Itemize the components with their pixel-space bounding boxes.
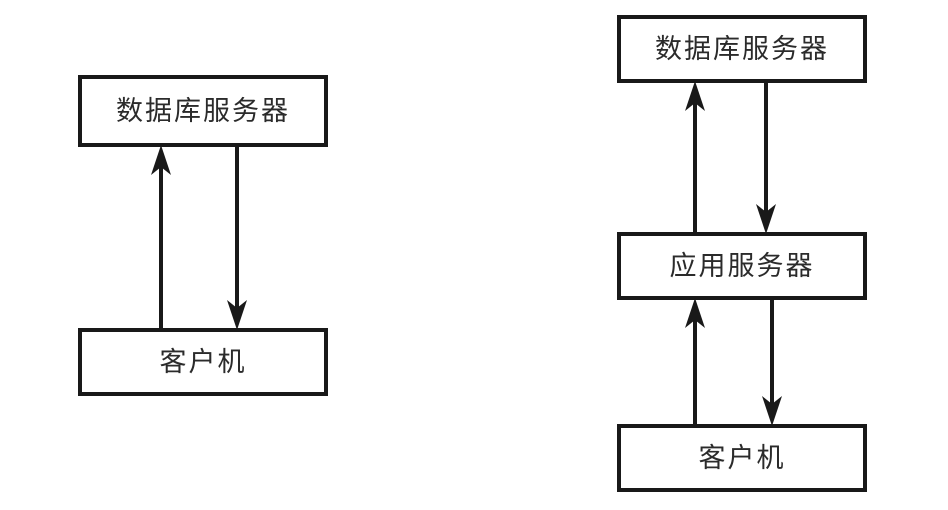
node-database-server: 数据库服务器 xyxy=(78,75,328,147)
arrow-app-to-client-down xyxy=(762,298,782,426)
node-client: 客户机 xyxy=(78,328,328,396)
node-client: 客户机 xyxy=(617,424,867,492)
node-label-database-server: 数据库服务器 xyxy=(655,33,829,65)
arrow-database-to-app-down xyxy=(756,81,776,234)
arrow-database-to-client-down xyxy=(227,145,247,330)
node-label-application-server: 应用服务器 xyxy=(669,250,815,282)
two-tier-connectors xyxy=(78,145,328,330)
two-tier-architecture-diagram: 数据库服务器 客户机 xyxy=(0,0,420,510)
three-tier-lower-connectors xyxy=(617,298,867,426)
node-label-client: 客户机 xyxy=(698,442,786,474)
three-tier-upper-connectors xyxy=(617,81,867,234)
node-database-server: 数据库服务器 xyxy=(617,15,867,83)
arrow-app-to-database-up xyxy=(685,81,705,234)
arrow-client-to-app-up xyxy=(685,298,705,426)
arrow-client-to-database-up xyxy=(151,145,171,330)
node-label-database-server: 数据库服务器 xyxy=(116,95,290,127)
node-application-server: 应用服务器 xyxy=(617,232,867,300)
node-label-client: 客户机 xyxy=(159,346,247,378)
three-tier-architecture-diagram: 数据库服务器 应用服务器 xyxy=(560,0,948,510)
